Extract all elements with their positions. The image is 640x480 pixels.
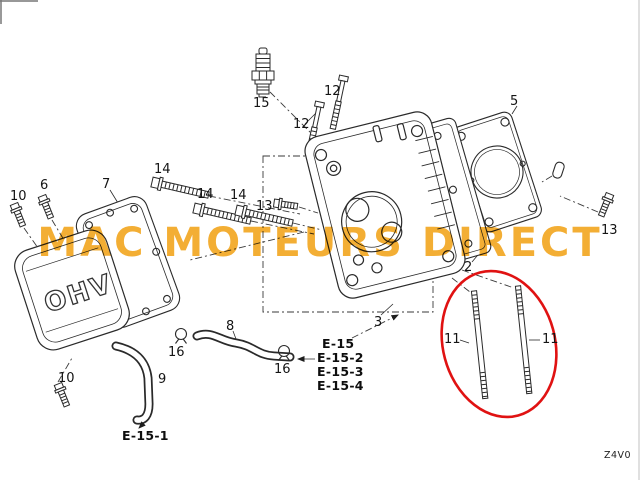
tube-clip-left: [174, 327, 188, 345]
part-label-13-a: 13: [256, 199, 273, 214]
e15-1-arrow: [138, 420, 147, 429]
part-label-8: 8: [226, 319, 235, 334]
part-label-14-a: 14: [154, 162, 171, 177]
part-label-3: 3: [374, 315, 383, 330]
spark-plug: [251, 47, 275, 98]
watermark-text: MAC MOTEURS DIRECT: [37, 220, 603, 266]
ref-label-e15-3: E-15-3: [317, 364, 364, 379]
part-label-16-b: 16: [274, 362, 291, 377]
ref-label-e15-4: E-15-4: [317, 378, 364, 393]
part-label-14-c: 14: [230, 188, 247, 203]
part-label-5: 5: [510, 94, 519, 109]
part-label-11-a: 11: [444, 332, 461, 347]
drain-tube: [111, 341, 154, 425]
cylinder-head: [304, 111, 466, 299]
ref-label-e15-2: E-15-2: [317, 350, 364, 365]
valve-cover: OHV: [14, 229, 130, 351]
stud-bolt-left: [470, 290, 489, 400]
part-label-15: 15: [253, 96, 270, 111]
part-label-6: 6: [40, 178, 49, 193]
part-label-7: 7: [102, 177, 111, 192]
part-label-14-b: 14: [197, 187, 214, 202]
small-bolt-13-left: [272, 197, 299, 213]
highlight-ellipse: [440, 269, 558, 419]
part-label-16-a: 16: [168, 345, 185, 360]
dowel-pin: [552, 161, 565, 179]
diagram-code: Z4V0: [604, 450, 632, 461]
part-label-12-b: 12: [324, 84, 341, 99]
small-bolt-10-top: [8, 201, 29, 229]
ref-label-e15: E-15: [322, 336, 355, 351]
part-label-10-a: 10: [10, 189, 27, 204]
breather-tube: [192, 329, 295, 362]
ref-label-e15-1: E-15-1: [122, 428, 169, 443]
part-label-13-b: 13: [601, 223, 618, 238]
small-bolt-6: [36, 193, 57, 221]
part-label-9: 9: [158, 372, 167, 387]
part-label-10-b: 10: [58, 371, 75, 386]
part-label-11-b: 11: [542, 332, 559, 347]
part-label-2: 2: [464, 260, 473, 275]
small-bolt-13-right: [595, 191, 616, 219]
part-label-12-a: 12: [293, 117, 310, 132]
